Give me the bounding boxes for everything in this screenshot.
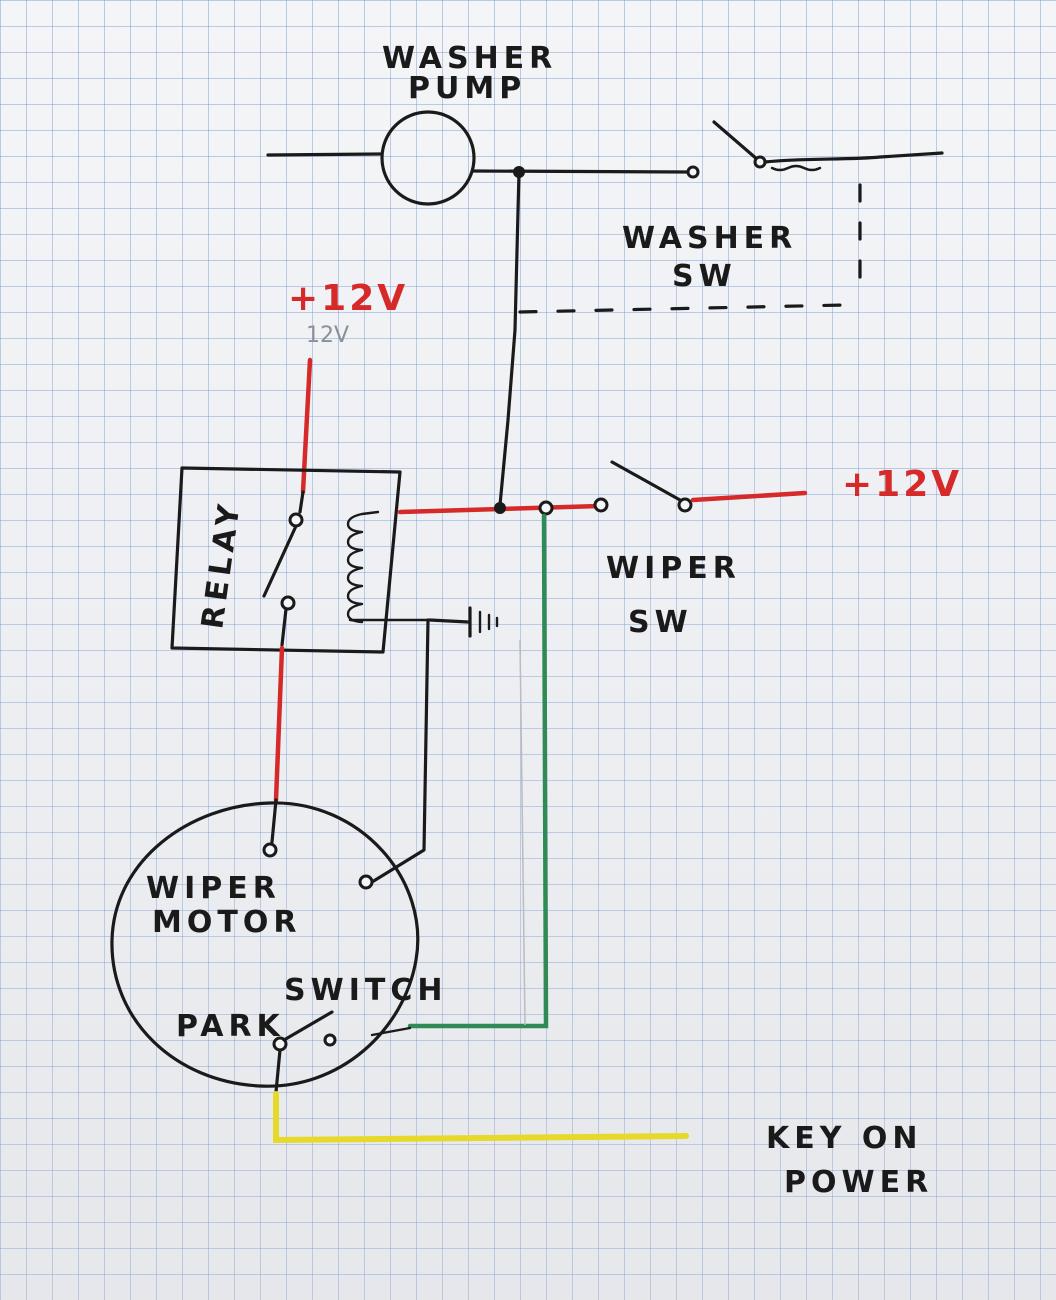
relay-contact-top-terminal: [288, 512, 304, 528]
wiper-switch-label-line1: WIPER: [606, 551, 741, 586]
washer-switch-terminal-left: [686, 165, 700, 179]
park-switch-lead-right: [370, 1026, 412, 1037]
relay-coil: [346, 510, 432, 624]
wiper-switch-terminal-right: [677, 497, 693, 513]
relay-box: [170, 466, 402, 654]
park-switch-blade: [282, 1010, 334, 1042]
motor-low-speed-wire: [370, 618, 430, 884]
wiper-switch-label-line2: SW: [628, 605, 693, 640]
wiper-switch-terminal-middle: [538, 500, 554, 516]
park-switch-down-lead: [274, 1048, 282, 1094]
plus-12v-top-label: +12V: [288, 278, 408, 319]
wiper-switch-blade: [610, 460, 682, 502]
key-on-power-wire: [273, 1091, 689, 1144]
relay-label: RELAY: [195, 498, 248, 631]
key-on-label-line1: KEY ON: [766, 1121, 923, 1156]
washer-pump-label-line2: PUMP: [408, 71, 526, 106]
relay-12v-feed-wire: [300, 357, 313, 495]
pencil-guide-line: [519, 639, 526, 1026]
switch-label: SWITCH: [284, 973, 447, 1008]
wiper-motor-label-line1: WIPER: [146, 871, 281, 906]
pencil-12v-label: 12V: [306, 323, 349, 348]
wiper-switch-12v-feed-wire: [690, 490, 808, 503]
pump-left-wire: [266, 152, 382, 157]
key-on-label-line2: POWER: [784, 1165, 933, 1200]
relay-to-motor-wire: [273, 645, 285, 803]
washer-switch-blade: [712, 120, 760, 162]
park-switch-terminal-right: [323, 1033, 337, 1047]
ground-lead: [428, 618, 470, 624]
washer-switch-label-line2: SW: [672, 259, 737, 294]
washer-pump-label-line1: WASHER: [382, 41, 557, 76]
coil-junction-dot: [494, 502, 506, 514]
washer-switch-right-wire: [763, 151, 944, 164]
wiper-motor-symbol: [110, 801, 420, 1088]
motor-low-terminal: [358, 874, 374, 890]
relay-contact-bottom-terminal: [280, 595, 296, 611]
motor-high-terminal: [262, 842, 278, 858]
park-label: PARK: [176, 1009, 285, 1044]
washer-switch-hatch: [770, 164, 822, 172]
pump-to-washer-switch-wire: [472, 169, 690, 174]
relay-contact-bottom-lead: [280, 607, 288, 647]
park-switch-green-wire: [407, 513, 549, 1029]
plus-12v-right-label: +12V: [842, 464, 962, 505]
washer-switch-label-line1: WASHER: [622, 221, 797, 256]
motor-high-lead: [270, 798, 278, 844]
wiper-switch-terminal-left: [593, 497, 609, 513]
washer-to-relay-vertical-wire: [498, 170, 521, 507]
washer-pump-symbol: [380, 110, 476, 206]
washer-switch-link-horizontal: [518, 303, 847, 314]
relay-contact-blade: [262, 524, 298, 598]
wiper-motor-label-line2: MOTOR: [152, 905, 301, 940]
relay-contact-top-lead: [298, 490, 305, 514]
